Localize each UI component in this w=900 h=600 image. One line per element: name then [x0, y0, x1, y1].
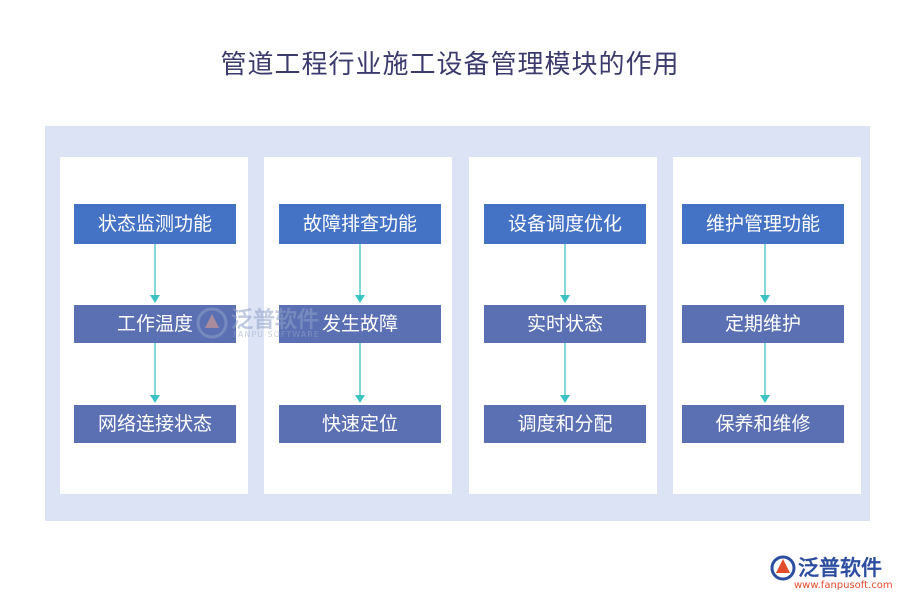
fanpu-logo-icon: [196, 307, 228, 339]
column-item: 网络连接状态: [74, 405, 236, 443]
column-head: 维护管理功能: [682, 204, 844, 244]
diagram-title: 管道工程行业施工设备管理模块的作用: [220, 50, 680, 80]
column-dispatch-optimization: 设备调度优化 实时状态 调度和分配: [469, 157, 657, 494]
column-item: 实时状态: [484, 305, 646, 343]
column-item: 保养和维修: [682, 405, 844, 443]
column-head: 设备调度优化: [484, 204, 646, 244]
flow-arrows: [355, 244, 365, 403]
column-fault-diagnosis: 故障排查功能 发生故障 快速定位: [264, 157, 452, 494]
fanpu-logo-icon: [770, 555, 796, 581]
flow-arrows: [150, 244, 160, 403]
column-head: 状态监测功能: [74, 204, 236, 244]
brand-url: www.fanpusoft.com: [794, 580, 893, 591]
column-item: 定期维护: [682, 305, 844, 343]
watermark-subtitle: FANPU SOFTWARE: [233, 330, 320, 339]
column-item: 调度和分配: [484, 405, 646, 443]
flow-arrows: [560, 244, 570, 403]
column-head: 故障排查功能: [279, 204, 441, 244]
brand-name: 泛普软件: [798, 556, 882, 580]
watermark-name: 泛普软件: [231, 308, 320, 333]
column-maintenance-management: 维护管理功能 定期维护 保养和维修: [673, 157, 861, 494]
column-item: 快速定位: [279, 405, 441, 443]
brand-logo: 泛普软件 www.fanpusoft.com: [768, 550, 893, 595]
column-item: 发生故障: [279, 305, 441, 343]
watermark: 泛普软件 FANPU SOFTWARE: [195, 300, 355, 346]
flow-arrows: [760, 244, 770, 403]
